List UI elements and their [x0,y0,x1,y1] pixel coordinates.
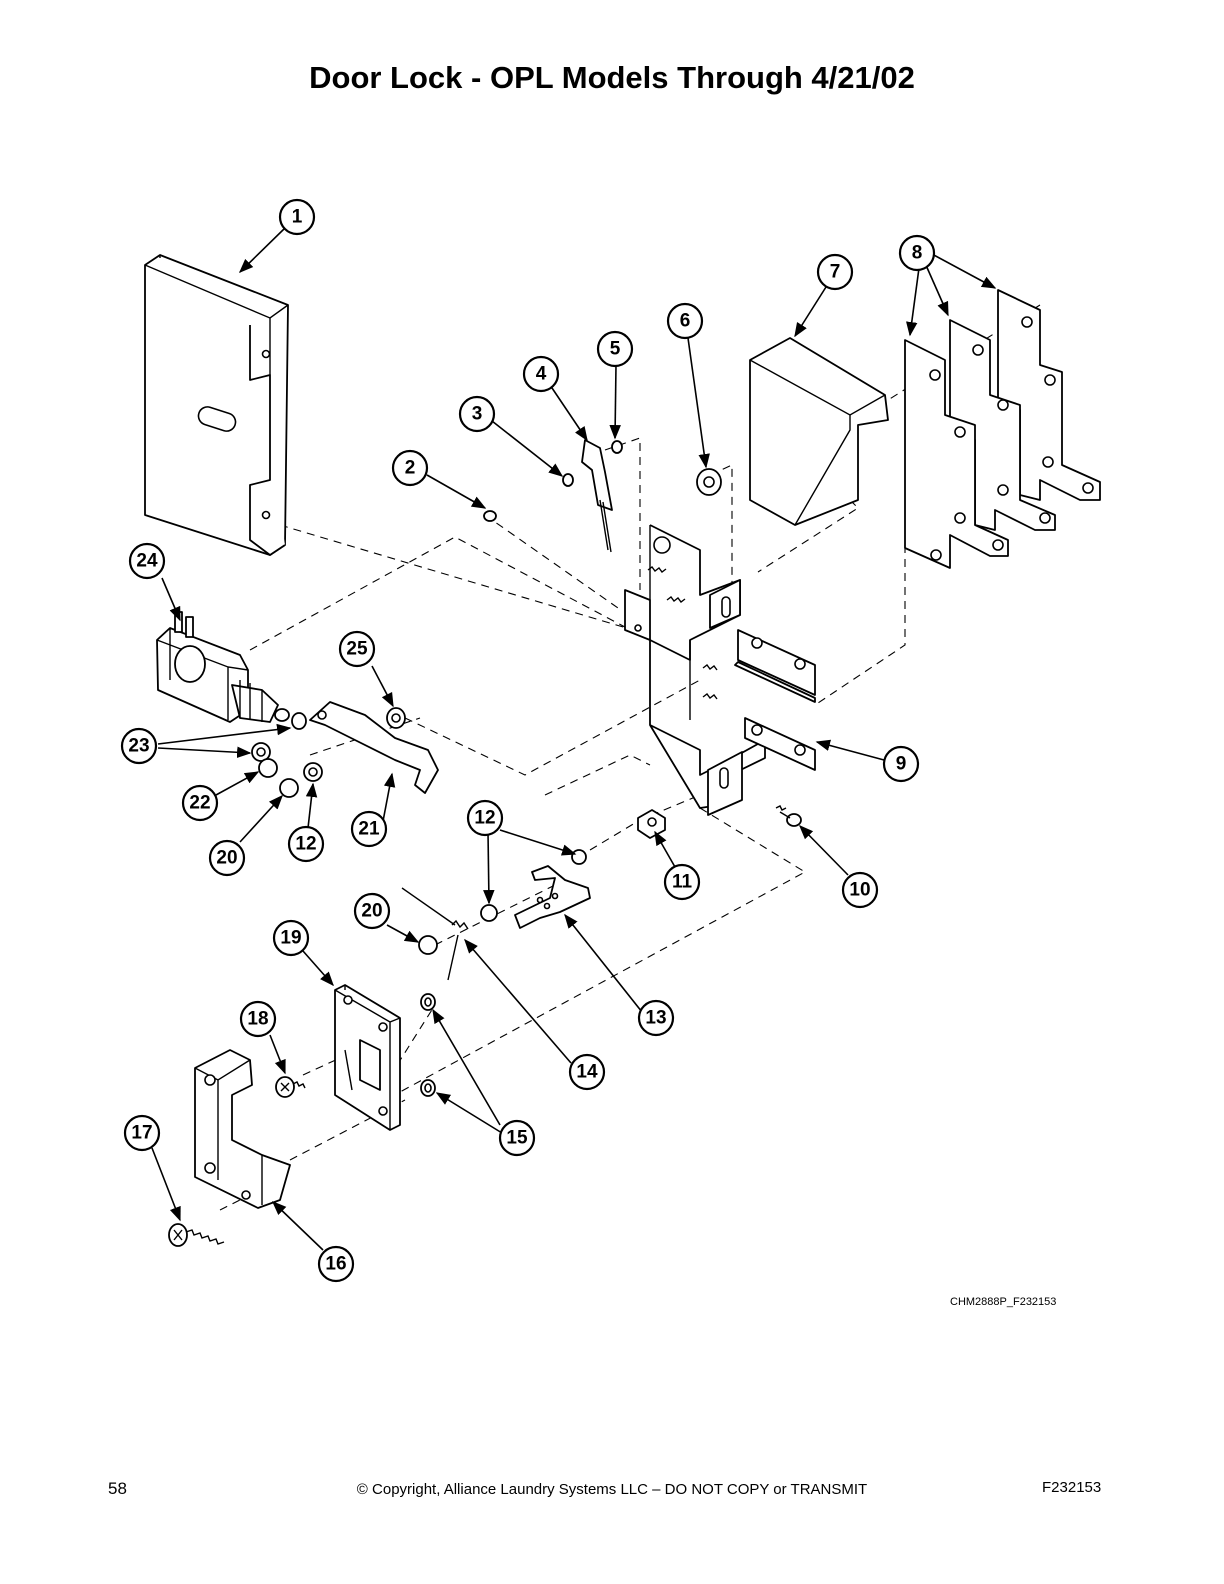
callout-20a: 20 [353,892,391,930]
svg-text:9: 9 [896,754,907,775]
callout-18: 18 [239,1000,277,1038]
part-10-screw [775,805,802,827]
callout-3: 3 [458,395,496,433]
svg-text:17: 17 [131,1123,152,1144]
page-number: 58 [108,1479,127,1498]
callout-11: 11 [663,863,701,901]
svg-text:20: 20 [216,848,237,869]
svg-text:13: 13 [645,1008,666,1029]
svg-text:5: 5 [610,339,621,360]
svg-text:8: 8 [912,243,923,264]
callout-6: 6 [666,302,704,340]
part-19-plate [334,984,401,1131]
svg-text:6: 6 [680,311,691,332]
svg-text:15: 15 [506,1128,528,1149]
callout-17: 17 [123,1114,161,1152]
svg-text:3: 3 [472,404,483,425]
part-21-lever [309,701,439,794]
svg-text:2: 2 [405,458,416,479]
part-9-bars [734,629,816,771]
callout-9: 9 [882,745,920,783]
part-14-spring [401,887,469,981]
part-16-catch [194,1049,291,1209]
svg-text:25: 25 [346,639,368,660]
callout-22: 22 [181,784,219,822]
svg-text:1: 1 [292,207,303,228]
callout-13: 13 [637,999,675,1037]
part-7-bracket-cover [749,337,889,526]
callout-23: 23 [120,727,158,765]
callout-25: 25 [338,630,376,668]
washers-nuts [251,712,587,1097]
svg-text:21: 21 [358,819,380,840]
svg-text:20: 20 [361,901,382,922]
callout-8: 8 [898,234,936,272]
callout-2: 2 [391,449,429,487]
callout-24: 24 [128,542,166,580]
footer-code: F232153 [1042,1479,1102,1496]
svg-text:11: 11 [672,872,693,893]
svg-text:16: 16 [325,1254,346,1275]
part-17-18-screws [168,1076,306,1247]
svg-text:22: 22 [189,793,210,814]
small-hardware [483,439,722,553]
callout-12b: 12 [287,825,325,863]
svg-text:4: 4 [536,364,547,385]
callout-1: 1 [278,198,316,236]
svg-text:24: 24 [136,551,158,572]
callout-12a: 12 [466,799,504,837]
svg-text:7: 7 [830,262,841,283]
page-title: Door Lock - OPL Models Through 4/21/02 [309,60,915,95]
part-1-cover [144,254,289,556]
part-11-clip [637,809,666,839]
callout-14: 14 [568,1053,606,1091]
part-24-solenoid [156,611,290,723]
drawing-code: CHM2888P_F232153 [950,1296,1057,1308]
svg-text:18: 18 [247,1009,268,1030]
copyright-notice: © Copyright, Alliance Laundry Systems LL… [356,1481,868,1498]
callout-4: 4 [522,355,560,393]
svg-text:23: 23 [128,736,149,757]
callout-10: 10 [841,871,879,909]
callout-21: 21 [350,810,388,848]
svg-text:10: 10 [849,880,870,901]
svg-text:12: 12 [295,834,316,855]
callout-16: 16 [317,1245,355,1283]
callout-5: 5 [596,330,634,368]
svg-text:19: 19 [280,928,301,949]
main-bracket [624,524,766,816]
leader-arrows [151,227,997,1251]
callout-15: 15 [498,1119,536,1157]
part-8-plates [904,289,1101,569]
svg-text:14: 14 [576,1062,598,1083]
callout-20b: 20 [208,839,246,877]
callout-7: 7 [816,253,854,291]
svg-text:12: 12 [474,808,495,829]
part-13-latch [514,865,591,929]
callout-19: 19 [272,919,310,957]
